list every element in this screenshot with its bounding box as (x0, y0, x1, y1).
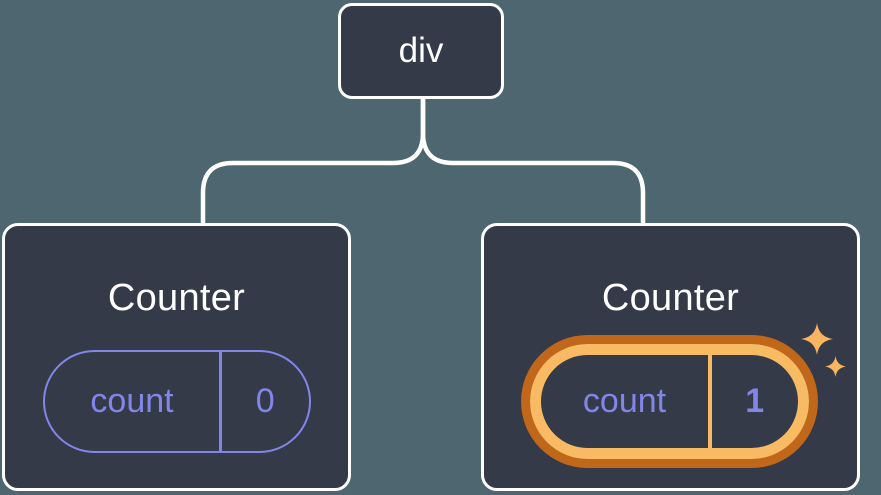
pill-divider (708, 355, 712, 448)
state-pill: count 0 (43, 350, 311, 453)
state-key-label: count (582, 382, 667, 420)
counter-title: Counter (601, 277, 740, 319)
state-key-label: count (90, 382, 174, 420)
root-node-label: div (398, 31, 444, 70)
connector-left-branch (200, 96, 426, 225)
sparkle-icon (801, 322, 833, 356)
state-pill-highlighted: count 1 (530, 344, 809, 459)
counter-title: Counter (107, 277, 246, 319)
pill-divider (219, 352, 222, 451)
state-value: 0 (255, 382, 275, 420)
counter-card-left: Counter count 0 (2, 223, 351, 491)
state-value: 1 (745, 382, 765, 420)
root-node-div: div (338, 3, 504, 99)
connector-right-branch (420, 96, 646, 225)
counter-card-right: Counter count 1 (481, 223, 860, 491)
sparkle-icon (825, 355, 846, 378)
